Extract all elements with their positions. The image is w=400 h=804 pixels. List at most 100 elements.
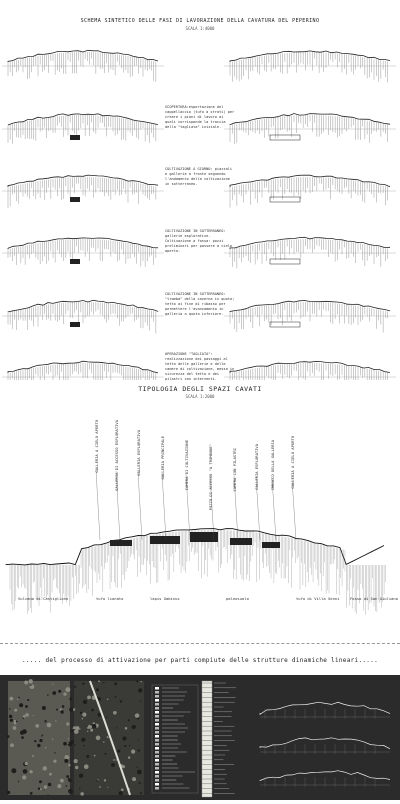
legend-swatch [155,747,159,750]
profile-outline [229,236,391,249]
rock-texture [42,766,47,771]
rock-texture [44,746,47,749]
rock-texture [137,739,140,741]
section-label: GALLERIA DI ACCESSO ESPLORATIVA [114,420,119,491]
rock-texture [66,775,70,778]
terrain-profile [2,299,164,334]
rock-texture [81,737,86,742]
legend-swatch [155,783,159,786]
leader-line [291,478,297,541]
rock-texture [79,728,81,730]
rock-texture [56,708,58,711]
rock-texture [67,743,69,745]
rock-texture [73,744,76,746]
rock-texture [97,712,102,717]
terrain-profile [224,236,396,269]
legend-swatch [155,759,159,762]
cavity [230,538,252,545]
rock-texture [79,711,83,714]
rock-texture [65,785,68,787]
rock-texture [124,744,127,748]
rock-texture [32,715,34,717]
rock-texture [67,738,69,740]
rock-texture [54,752,56,754]
section-label: GALLERIA A CIELO APERTO [290,436,295,489]
gallery-box [269,134,301,141]
rock-texture [96,779,99,782]
strat-column [201,680,213,798]
rock-texture [59,708,62,711]
rock-texture [114,682,118,686]
leader-line [115,470,121,541]
rock-texture [57,784,62,789]
rock-texture [134,713,140,718]
rock-texture [92,722,95,725]
leader-line [271,477,277,541]
rock-texture [47,782,52,787]
rock-texture [87,724,93,729]
terrain-profile [224,50,396,83]
gallery-box [269,321,301,328]
rock-texture [91,691,93,694]
rock-texture [115,759,117,761]
gallery-box [269,258,301,265]
cavity [190,532,218,542]
rock-texture [43,789,45,791]
place-label: Fosso di San Giuliano [350,596,399,601]
rock-texture [11,768,17,774]
legend-swatch [155,779,159,782]
rock-texture [29,684,35,690]
rock-texture [28,679,33,684]
phase-description: COLTIVAZIONE IN SOTTERRANEO: gallerie es… [165,229,233,253]
rock-texture [39,780,42,784]
legend-box [151,684,199,794]
rock-texture [34,740,37,743]
rock-texture [99,786,101,788]
rock-texture [82,744,85,747]
gallery-box [70,135,80,140]
legend-swatch [155,699,159,702]
legend-swatch [155,723,159,726]
section-scale: SCALA 1:2000 [185,394,215,399]
cavity [110,540,132,546]
rock-texture [60,710,64,714]
rock-texture [127,719,130,722]
legend-swatch [155,771,159,774]
rock-texture [72,708,76,711]
rock-texture [68,764,71,767]
profile-outline [7,49,159,62]
legend-swatch [155,763,159,766]
rock-texture [25,705,28,708]
profile-outline [229,113,391,125]
sketch-profile [259,770,391,781]
rock-texture [74,729,79,734]
rock-texture [39,738,43,743]
rock-texture [13,721,17,725]
rock-texture [29,770,33,774]
rock-texture [90,728,94,732]
bottom-panel-graphics [6,679,391,798]
rock-texture [106,716,108,719]
rock-texture [8,714,13,719]
profile-outline [7,299,159,313]
rock-texture [139,792,142,795]
section-label: GALLERIA PRINCIPALE [160,436,165,480]
phase-profiles [2,49,396,380]
rock-texture [41,705,46,710]
legend-swatch [155,719,159,722]
rock-texture [73,759,78,764]
rock-texture [51,738,54,740]
rock-texture [10,743,14,748]
rock-texture [22,717,25,720]
rock-texture [107,786,109,788]
rock-texture [64,758,69,763]
rock-texture [69,707,74,712]
sketch-profile [259,737,391,750]
leader-line [185,473,191,541]
rock-texture [53,759,57,763]
profile-outline [7,360,159,374]
rock-texture [128,745,131,747]
rock-texture [95,735,101,741]
rock-texture [81,717,84,720]
rock-texture [44,720,47,723]
